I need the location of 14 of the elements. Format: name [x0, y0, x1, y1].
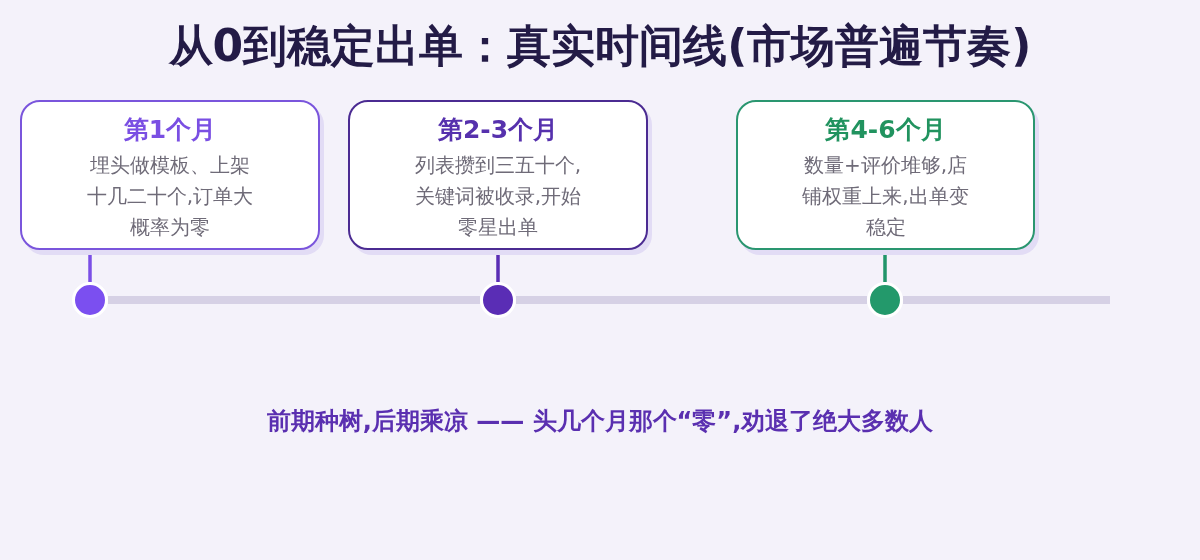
timeline-track — [516, 296, 867, 304]
milestone-description: 列表攒到三五十个,关键词被收录,开始零星出单 — [413, 152, 583, 241]
milestone-description: 数量+评价堆够,店铺权重上来,出单变稳定 — [801, 152, 970, 241]
timeline-track — [903, 296, 1110, 304]
timeline-dot-icon — [480, 282, 516, 318]
caption-text: 前期种树,后期乘凉 —— 头几个月那个“零”,劝退了绝大多数人 — [266, 406, 934, 437]
timeline-track — [108, 296, 480, 304]
milestone-heading: 第4-6个月 — [825, 114, 946, 146]
diagram-title: 从0到稳定出单：真实时间线(市场普遍节奏) — [168, 19, 1032, 73]
milestone-heading: 第2-3个月 — [437, 114, 559, 146]
timeline-dot-icon — [72, 282, 108, 318]
milestone-description: 埋头做模板、上架十几二十个,订单大概率为零 — [85, 152, 255, 241]
timeline-dot-icon — [867, 282, 903, 318]
milestone-heading: 第1个月 — [123, 114, 217, 146]
